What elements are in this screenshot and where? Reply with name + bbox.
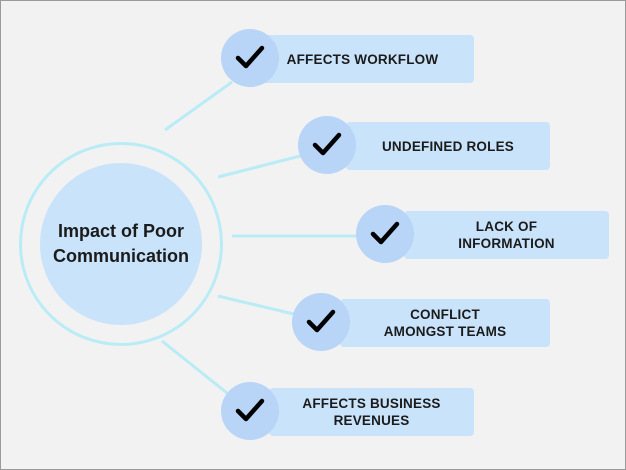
label-box: LACK OF INFORMATION xyxy=(404,211,609,259)
check-circle xyxy=(298,116,356,174)
check-icon xyxy=(312,132,342,156)
connector-1 xyxy=(164,80,233,132)
list-item-affects-workflow: AFFECTS WORKFLOW xyxy=(221,29,474,87)
list-item-affects-business-revenues: AFFECTS BUSINESS REVENUES xyxy=(221,382,474,440)
item-label: AFFECTS BUSINESS REVENUES xyxy=(302,396,441,428)
label-box: AFFECTS WORKFLOW xyxy=(251,35,474,83)
check-icon xyxy=(370,221,400,245)
list-item-lack-of-information: LACK OF INFORMATION xyxy=(356,205,609,263)
item-label: CONFLICT AMONGST TEAMS xyxy=(383,307,507,339)
check-circle xyxy=(292,293,350,351)
item-label: UNDEFINED ROLES xyxy=(381,138,514,154)
check-circle xyxy=(221,382,279,440)
connector-2 xyxy=(217,153,305,179)
item-label: LACK OF INFORMATION xyxy=(458,219,555,251)
label-box: CONFLICT AMONGST TEAMS xyxy=(340,299,550,347)
item-label: AFFECTS WORKFLOW xyxy=(286,51,439,67)
list-item-undefined-roles: UNDEFINED ROLES xyxy=(298,116,550,174)
check-circle xyxy=(356,205,414,263)
hub-title: Impact of Poor Communication xyxy=(52,221,189,266)
check-icon xyxy=(235,398,265,422)
hub-circle: Impact of Poor Communication xyxy=(40,163,202,325)
connector-4 xyxy=(217,294,299,317)
list-item-conflict-amongst-teams: CONFLICT AMONGST TEAMS xyxy=(292,293,550,351)
check-icon xyxy=(235,45,265,69)
connector-5 xyxy=(161,339,233,399)
check-icon xyxy=(306,309,336,333)
label-box: AFFECTS BUSINESS REVENUES xyxy=(269,388,474,436)
check-circle xyxy=(221,29,279,87)
label-box: UNDEFINED ROLES xyxy=(346,122,550,170)
